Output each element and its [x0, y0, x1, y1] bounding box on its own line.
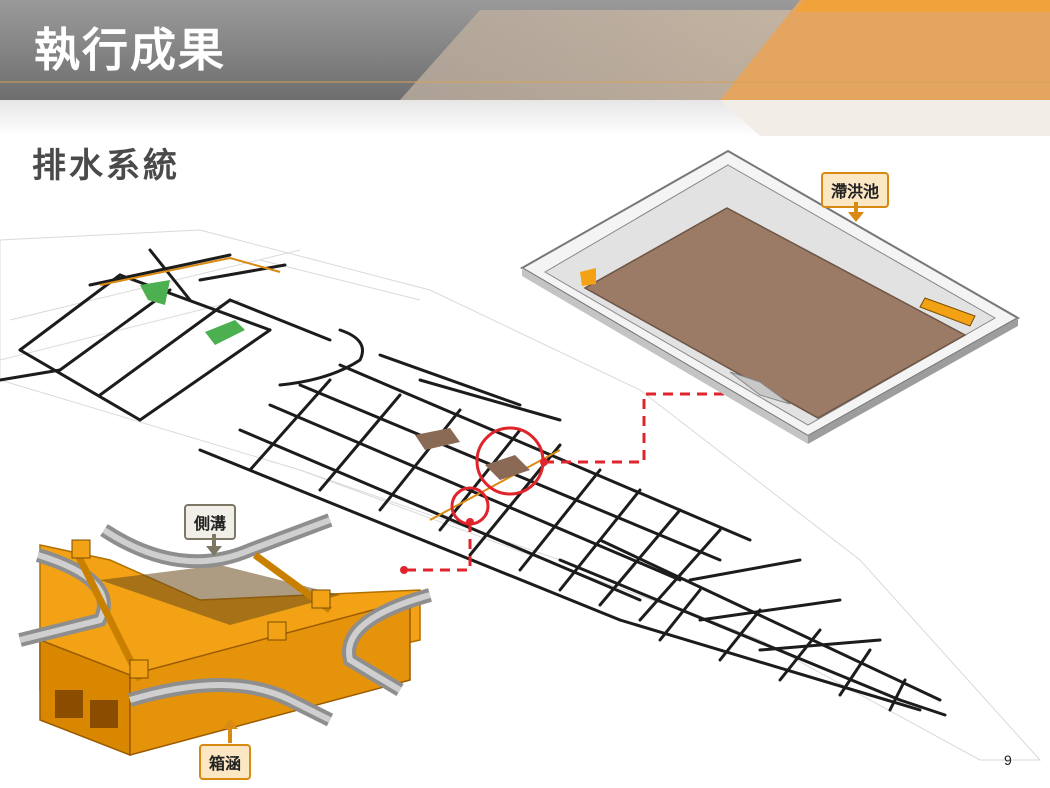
leader-dot: [400, 566, 408, 574]
drainage-roads: [0, 248, 947, 717]
header-shadow-band: [0, 100, 1050, 136]
page-number: 9: [1004, 752, 1012, 768]
leader-dot: [466, 518, 474, 526]
box-culvert-callout: 箱涵: [199, 744, 252, 780]
side-ditch-label: 側溝: [194, 514, 227, 533]
green-space: [140, 280, 170, 305]
detention-pond-label: 滯洪池: [831, 182, 880, 201]
detention-area: [415, 428, 460, 450]
section-heading: 排水系統: [32, 146, 180, 186]
side-ditch-callout: 側溝: [184, 504, 237, 540]
box-culvert-label: 箱涵: [209, 754, 242, 773]
green-space: [205, 320, 245, 345]
page-title: 執行成果: [34, 23, 226, 77]
detention-area: [485, 455, 530, 480]
culvert-leader-line: [404, 522, 472, 572]
header-background: [0, 0, 1050, 100]
leader-dot: [540, 458, 548, 466]
header-banner: 執行成果: [0, 0, 1050, 100]
